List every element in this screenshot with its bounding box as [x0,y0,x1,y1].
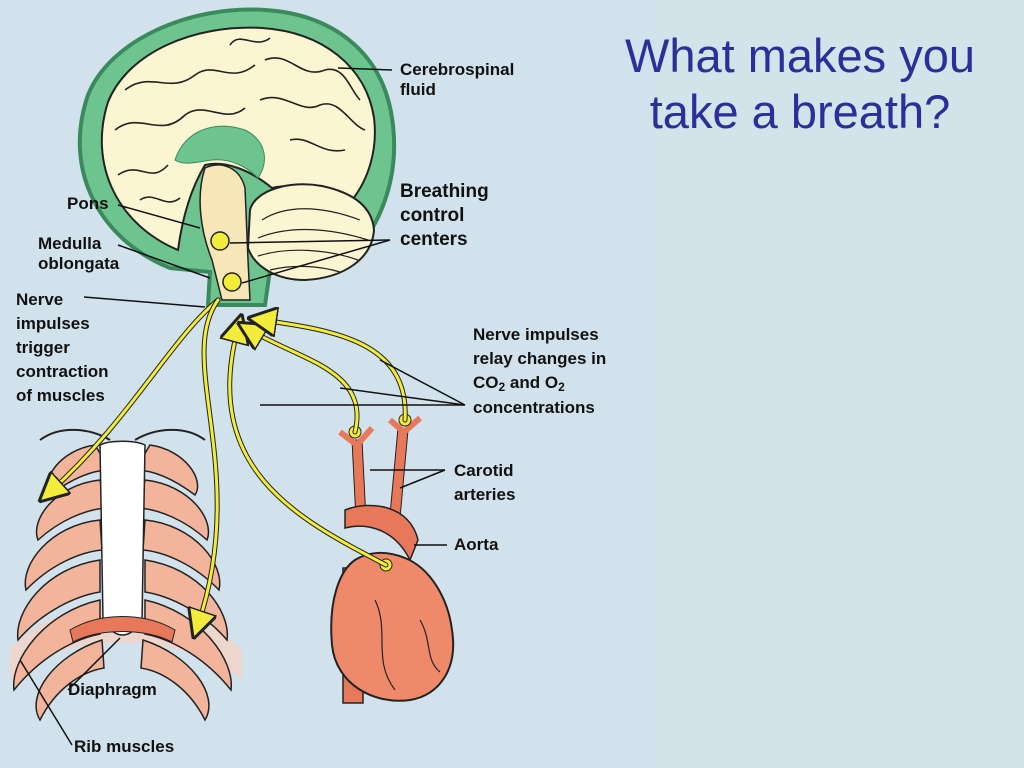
slide-right-panel [655,0,1024,768]
label-bcc-line-2: control [400,205,465,226]
respiratory-control-diagram [10,7,466,746]
heart-vessel-lines [374,599,441,691]
ventricle [174,125,265,179]
label-co-sub: 2 [498,380,506,394]
title-line-1: What makes you [624,29,976,82]
label-breathing-control-centers: Breathing control centers [400,180,489,252]
label-pons-text: Pons [67,194,109,213]
heart-and-arteries [330,413,455,704]
label-nerve-impulses-relay: Nerve impulses relay changes in CO2 and … [473,323,606,420]
carotid-right [389,427,409,519]
label-carotid-line-2: arteries [454,485,516,504]
label-bcc-line-3: centers [400,229,468,250]
label-aorta: Aorta [454,535,498,555]
label-cerebrospinal-fluid: Cerebrospinal fluid [400,60,514,100]
aortic-arch [344,504,419,562]
label-relay-line-1: Nerve impulses [473,325,599,344]
cerebellum-folds [257,208,369,273]
label-carotid-arteries: Carotid arteries [454,459,515,507]
label-relay-line-3: CO2 and O2 [473,371,606,396]
label-relay-line-4: concentrations [473,398,595,417]
cerebellum [246,183,376,282]
brain-folds [114,37,366,203]
label-nerve-line-5: of muscles [16,386,105,405]
label-rib-muscles-text: Rib muscles [74,737,175,756]
brain-illustration [77,7,397,307]
label-bcc-line-1: Breathing [400,181,489,202]
label-diaphragm-text: Diaphragm [68,680,157,699]
label-medulla-line-2: oblongata [38,254,120,273]
label-relay-line-2: relay changes in [473,349,607,368]
label-aorta-text: Aorta [454,535,499,554]
leader-lines [19,67,466,746]
carotid-right-fork [388,415,422,436]
label-pons: Pons [67,194,109,214]
label-nerve-impulses-trigger: Nerve impulses trigger contraction of mu… [16,288,109,408]
rib-cage-illustration [10,428,242,722]
ribs-left [13,444,112,722]
clavicle-right [134,428,206,441]
carotid-left-fork [338,426,375,450]
diaphragm-muscle [69,616,176,643]
sternum [99,440,146,636]
title-line-2: take a breath? [649,85,951,138]
label-rib-muscles: Rib muscles [74,737,174,757]
medulla-center-dot [222,272,242,292]
label-nerve-line-2: impulses [16,314,90,333]
label-medulla-line-1: Medulla [38,234,102,253]
pons-center-dot [210,231,230,251]
slide-title: What makes you take a breath? [575,28,1024,140]
label-o-sub: 2 [558,380,565,394]
label-csf-line-2: fluid [400,80,436,99]
label-nerve-line-1: Nerve [16,290,64,309]
brainstem [199,164,251,301]
label-csf-line-1: Cerebrospinal [400,60,515,79]
label-nerve-line-3: trigger [16,338,70,357]
label-diaphragm: Diaphragm [68,680,157,700]
label-nerve-line-4: contraction [16,362,109,381]
label-carotid-line-1: Carotid [454,461,514,480]
heart [330,552,455,702]
label-medulla-oblongata: Medulla oblongata [38,234,119,274]
nerve-pathways [50,297,408,625]
label-and-o: and O [505,373,559,392]
label-co: CO [473,373,499,392]
